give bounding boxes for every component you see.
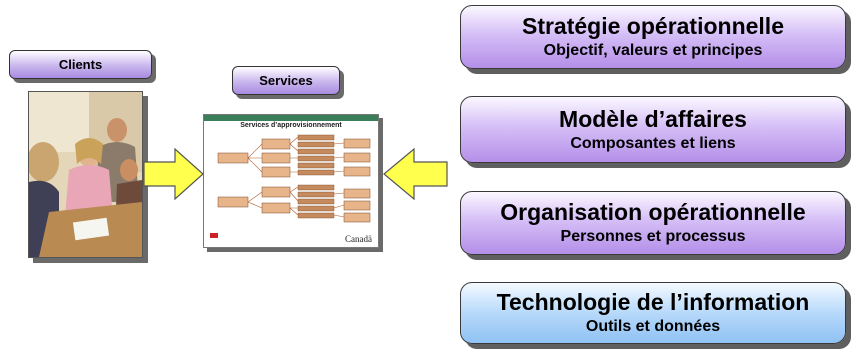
clients-photo [28, 91, 143, 258]
services-label-box: Services [232, 66, 340, 95]
technology-subtitle: Outils et données [585, 318, 721, 335]
clients-photo-illustration [29, 92, 142, 257]
technology-title: Technologie de l’information [496, 289, 810, 315]
business-model-subtitle: Composantes et liens [570, 134, 736, 152]
business-model-box: Modèle d’affaires Composantes et liens [460, 96, 846, 163]
strategy-title: Stratégie opérationnelle [521, 13, 784, 39]
clients-label: Clients [58, 57, 103, 72]
organization-box: Organisation opérationnelle Personnes et… [460, 191, 846, 255]
left-arrow-icon [383, 148, 448, 200]
services-slide-thumbnail: Services d’approvisionnement Canadä [203, 114, 379, 248]
slide-diagram [204, 115, 378, 238]
slide-title: Services d’approvisionnement [240, 122, 342, 129]
business-model-title: Modèle d’affaires [559, 105, 747, 132]
right-arrow-icon [143, 148, 204, 200]
organization-title: Organisation opérationnelle [500, 199, 806, 225]
clients-label-box: Clients [9, 50, 152, 79]
technology-box: Technologie de l’information Outils et d… [460, 282, 846, 344]
strategy-box: Stratégie opérationnelle Objectif, valeu… [460, 5, 846, 69]
organization-subtitle: Personnes et processus [560, 228, 746, 245]
strategy-subtitle: Objectif, valeurs et principes [543, 42, 763, 59]
services-label: Services [259, 73, 313, 88]
slide-footer-brand: Canadä [345, 234, 372, 244]
